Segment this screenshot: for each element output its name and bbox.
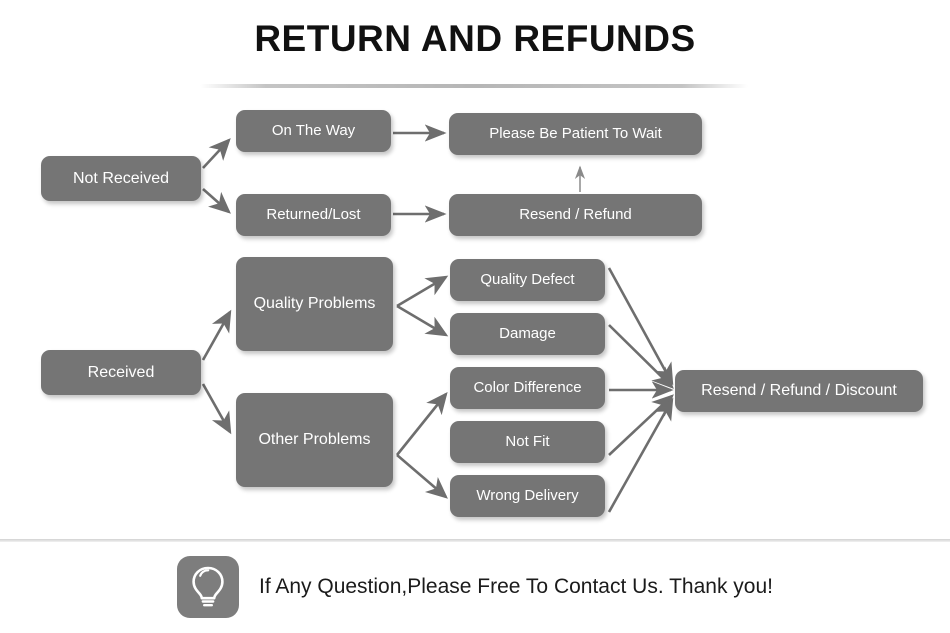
edge-quality-problems-to-quality-defect <box>396 275 449 308</box>
node-other-problems[interactable]: Other Problems <box>236 393 393 487</box>
node-damage[interactable]: Damage <box>450 313 605 355</box>
edge-wrong-delivery-to-resend-refund-discount <box>607 397 674 513</box>
footer-divider <box>0 539 950 542</box>
node-quality-defect[interactable]: Quality Defect <box>450 259 605 301</box>
node-wrong-delivery[interactable]: Wrong Delivery <box>450 475 605 517</box>
edge-received-to-other-problems <box>201 383 232 435</box>
node-returned-lost[interactable]: Returned/Lost <box>236 194 391 236</box>
edge-not-fit-to-resend-refund-discount <box>608 394 674 456</box>
edge-quality-defect-to-resend-refund-discount <box>607 267 674 386</box>
edge-other-problems-to-wrong-delivery <box>396 454 448 499</box>
page-title: RETURN AND REFUNDS <box>254 18 696 59</box>
node-color-difference[interactable]: Color Difference <box>450 367 605 409</box>
node-received[interactable]: Received <box>41 350 201 395</box>
footer-bar: If Any Question,Please Free To Contact U… <box>0 556 950 618</box>
edge-received-to-quality-problems <box>201 309 232 361</box>
lightbulb-icon <box>177 556 239 618</box>
node-quality-problems[interactable]: Quality Problems <box>236 257 393 351</box>
edge-not-received-to-returned-lost <box>202 188 231 214</box>
footer-message: If Any Question,Please Free To Contact U… <box>259 575 773 598</box>
node-resend-refund[interactable]: Resend / Refund <box>449 194 702 236</box>
node-resend-refund-discount[interactable]: Resend / Refund / Discount <box>675 370 923 412</box>
edge-not-received-to-on-the-way <box>202 138 231 169</box>
edge-damage-to-resend-refund-discount <box>608 324 674 389</box>
edge-quality-problems-to-damage <box>396 304 449 337</box>
node-not-fit[interactable]: Not Fit <box>450 421 605 463</box>
node-not-received[interactable]: Not Received <box>41 156 201 201</box>
title-divider <box>200 84 748 88</box>
node-please-be-patient-to-wait[interactable]: Please Be Patient To Wait <box>449 113 702 155</box>
node-on-the-way[interactable]: On The Way <box>236 110 391 152</box>
edge-other-problems-to-color-difference <box>395 391 448 456</box>
